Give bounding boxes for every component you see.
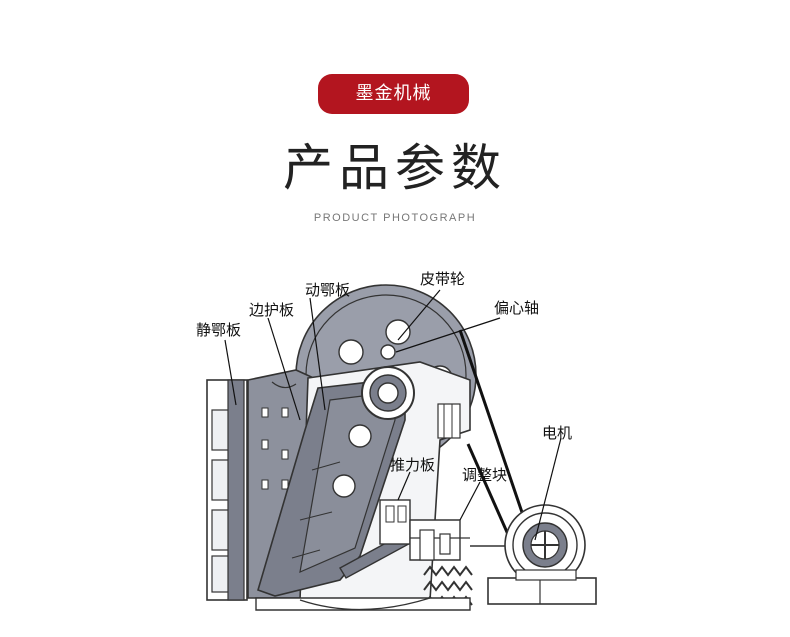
label-static-jaw: 静鄂板	[196, 321, 241, 339]
static-jaw-frame	[206, 379, 248, 601]
crusher-base	[255, 597, 471, 611]
brand-badge: 墨金机械	[318, 74, 469, 114]
leader-lines	[224, 289, 562, 541]
label-toggle-plate: 推力板	[390, 456, 435, 474]
eccentric-shaft	[361, 344, 415, 420]
label-motor: 电机	[542, 424, 572, 442]
label-pulley: 皮带轮	[420, 270, 465, 288]
label-eccentric-shaft: 偏心轴	[494, 299, 539, 317]
label-adjust-block: 调整块	[462, 466, 507, 484]
moving-jaw	[257, 377, 406, 597]
motor	[487, 504, 597, 605]
label-side-guard: 边护板	[249, 301, 294, 319]
drive-belt	[458, 329, 530, 549]
label-moving-jaw: 动鄂板	[305, 281, 350, 299]
page-title: 产品参数	[283, 139, 507, 197]
toggle-assembly	[339, 499, 510, 607]
page-subtitle: PRODUCT PHOTOGRAPH	[313, 212, 477, 224]
